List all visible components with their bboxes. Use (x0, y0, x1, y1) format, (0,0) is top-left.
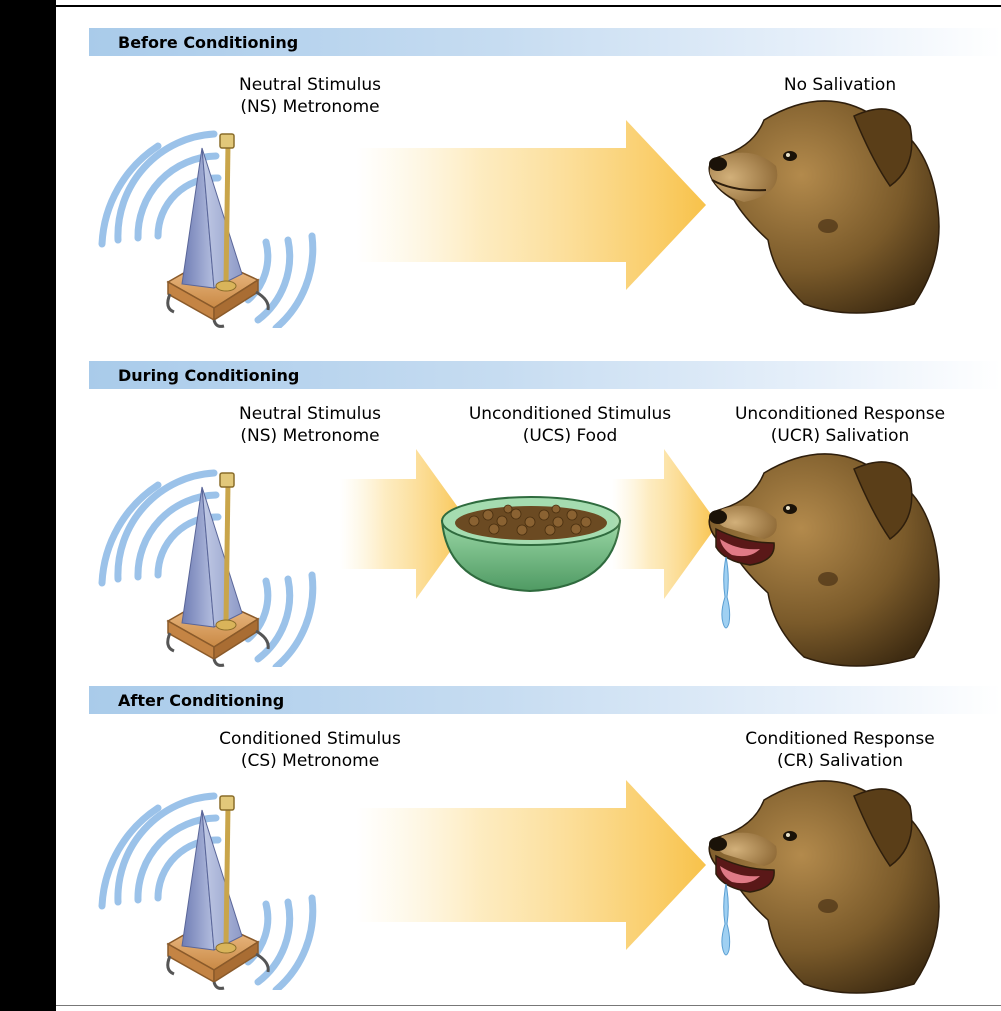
saliva-drip-icon (716, 557, 736, 637)
heading-banner: During Conditioning (89, 361, 1001, 389)
stimulus-label: Conditioned Stimulus (CS) Metronome (180, 728, 440, 772)
heading-banner: Before Conditioning (89, 28, 1001, 56)
panel-heading: Before Conditioning (118, 33, 298, 52)
saliva-drip-icon (716, 884, 736, 964)
panel-heading: After Conditioning (118, 691, 284, 710)
panel-during-conditioning: During Conditioning Neutral Stimulus (NS… (56, 361, 1001, 686)
dog-head-icon (704, 443, 944, 669)
response-label: Conditioned Response (CR) Salivation (710, 728, 970, 772)
middle-label: Unconditioned Stimulus (UCS) Food (430, 403, 710, 447)
stimulus-label: Neutral Stimulus (NS) Metronome (190, 74, 430, 118)
arrow-icon (356, 780, 706, 950)
metronome-icon (98, 463, 338, 667)
arrow-icon (356, 120, 706, 290)
stimulus-label-line2: (NS) Metronome (190, 425, 430, 447)
middle-label-line2: (UCS) Food (430, 425, 710, 447)
top-border (0, 5, 1001, 7)
stimulus-label-line1: Neutral Stimulus (190, 74, 430, 96)
dog-head-icon (704, 90, 944, 316)
panel-after-conditioning: After Conditioning Conditioned Stimulus … (56, 686, 1001, 1011)
stimulus-label-line1: Conditioned Stimulus (180, 728, 440, 750)
left-edge-bar (0, 0, 56, 1011)
stimulus-label: Neutral Stimulus (NS) Metronome (190, 403, 430, 447)
response-label-line1: Conditioned Response (710, 728, 970, 750)
stimulus-label-line1: Neutral Stimulus (190, 403, 430, 425)
metronome-icon (98, 124, 338, 328)
middle-label-line1: Unconditioned Stimulus (430, 403, 710, 425)
panel-heading: During Conditioning (118, 366, 299, 385)
stimulus-label-line2: (NS) Metronome (190, 96, 430, 118)
arrow-icon (612, 449, 718, 599)
food-bowl-icon (438, 491, 624, 595)
dog-head-icon (704, 770, 944, 996)
response-label: Unconditioned Response (UCR) Salivation (700, 403, 980, 447)
response-label-line2: (CR) Salivation (710, 750, 970, 772)
metronome-icon (98, 786, 338, 990)
response-label-line1: Unconditioned Response (700, 403, 980, 425)
stimulus-label-line2: (CS) Metronome (180, 750, 440, 772)
panel-before-conditioning: Before Conditioning Neutral Stimulus (NS… (56, 28, 1001, 353)
heading-banner: After Conditioning (89, 686, 1001, 714)
